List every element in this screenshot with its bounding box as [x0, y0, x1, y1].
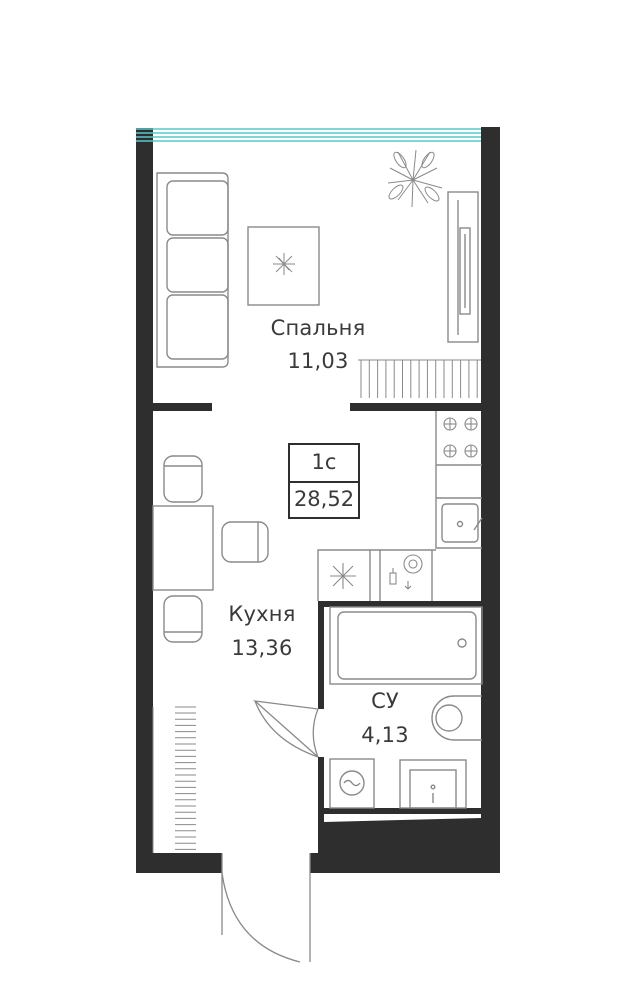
radiator-kitchen [152, 706, 196, 853]
kitchen-area: 13,36 [231, 636, 293, 660]
unit-type-label: 1с [311, 450, 337, 474]
radiator-bedroom [358, 359, 481, 398]
wall-bedroom-divider-right [350, 403, 481, 411]
wall-bathroom-left [318, 601, 324, 709]
badge-divider [290, 481, 358, 483]
wall-right [481, 127, 500, 873]
chair-bottom [163, 595, 203, 643]
bathroom-area: 4,13 [361, 723, 409, 747]
plant [387, 149, 443, 208]
wall-corridor-wedge [324, 818, 481, 853]
bathtub [329, 606, 483, 685]
wall-bathroom-top [318, 601, 481, 607]
kitchen-counter [435, 411, 482, 549]
bedroom-name: Спальня [270, 316, 366, 340]
unit-total-area: 28,52 [293, 487, 355, 511]
wall-bathroom-bottom [324, 808, 481, 814]
wall-bottom-right [310, 853, 500, 873]
entrance-door [221, 853, 311, 963]
kitchen-name: Кухня [228, 602, 296, 626]
sofa [156, 172, 229, 368]
wall-bathroom-left-lower [318, 757, 324, 853]
rug [247, 226, 320, 306]
wall-bottom-left [136, 853, 222, 873]
bathroom-name: СУ [371, 689, 399, 713]
chair-top [163, 455, 203, 503]
unit-badge [288, 443, 360, 519]
lower-cabinets [317, 549, 436, 601]
washing-machine [329, 758, 375, 809]
window-top [136, 128, 481, 142]
toilet [431, 695, 482, 741]
fridge-icon [330, 563, 356, 589]
wall-left [136, 128, 153, 873]
chair-right [221, 521, 269, 563]
bedroom-area: 11,03 [287, 349, 349, 373]
dining-table [152, 505, 214, 591]
stove-burners [443, 417, 478, 458]
wardrobe [447, 191, 479, 343]
bathroom-sink [399, 759, 467, 809]
wall-bedroom-divider-left [153, 403, 212, 411]
bathroom-door [252, 700, 319, 758]
washer-icon [389, 554, 423, 590]
walls [136, 127, 500, 873]
kitchen-sink [441, 503, 483, 543]
